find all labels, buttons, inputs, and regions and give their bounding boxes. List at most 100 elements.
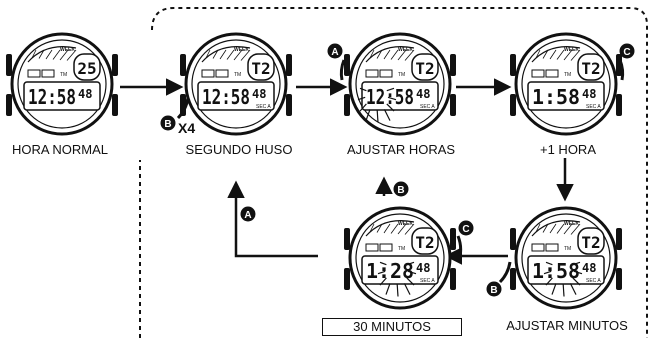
watch-side-button	[6, 54, 12, 76]
dial-tick	[404, 49, 415, 61]
seconds-display: 48	[416, 261, 430, 275]
watch-side-button	[286, 54, 292, 76]
day-subdial	[73, 53, 101, 81]
dial-tick	[542, 49, 549, 59]
caption-ajustar-horas: AJUSTAR HORAS	[346, 142, 456, 157]
seconds-display: 48	[582, 87, 596, 101]
flash-ray	[545, 277, 553, 286]
dial-sec-text: SEC A	[420, 278, 435, 284]
dial-tick	[369, 223, 375, 233]
watch-side-button	[112, 54, 118, 76]
dial-tick	[205, 49, 211, 59]
dial-tm-text: TM	[564, 72, 571, 78]
flash-ray	[407, 270, 417, 275]
seconds-display: 48	[78, 87, 92, 101]
watch-side-button	[180, 54, 186, 76]
mode-box	[215, 69, 229, 78]
dial-tick	[45, 49, 53, 60]
flash-ray	[376, 110, 379, 123]
day-display: T2	[581, 233, 600, 252]
lcd-window	[197, 81, 275, 111]
dial-sec-text: SEC A	[586, 278, 601, 284]
mode-box	[531, 243, 545, 252]
dial-tick	[570, 49, 581, 61]
time-display: 12:58	[202, 85, 250, 109]
button-b-badge-up: B	[393, 181, 409, 197]
flash-ray	[572, 277, 581, 286]
flash-ray	[377, 270, 386, 275]
button-a-badge-horas: A	[327, 43, 343, 59]
flash-ray	[359, 87, 367, 92]
flash-ray	[387, 96, 397, 101]
dial-sec-text: SEC A	[256, 104, 271, 110]
watch-side-button	[6, 94, 12, 116]
caption-hora-normal: HORA NORMAL	[11, 142, 109, 157]
watch-side-button	[616, 94, 622, 116]
time-display: 1:28	[366, 259, 414, 283]
watch-inner-ring	[521, 39, 611, 129]
day-display: T2	[251, 59, 270, 78]
button-c-label: C	[623, 47, 630, 58]
dial-tick	[556, 223, 565, 234]
day-display: T2	[415, 59, 434, 78]
dial-sec-text: SEC A	[586, 104, 601, 110]
dial-tick	[390, 223, 399, 234]
watch-side-button	[616, 54, 622, 76]
day-display: 25	[77, 59, 96, 78]
dial-arc	[27, 46, 77, 63]
dashed-region-outline	[139, 7, 648, 338]
dial-tick	[219, 49, 227, 60]
dial-tm-text: TM	[398, 246, 405, 252]
dial-week-text: WEEK	[564, 47, 579, 53]
day-display: T2	[581, 59, 600, 78]
dial-week-text: WEEK	[398, 47, 413, 53]
lcd-window	[361, 81, 439, 111]
mode-box	[531, 69, 545, 78]
press-curves	[176, 59, 625, 284]
watch-side-button	[286, 94, 292, 116]
flash-ray	[379, 277, 387, 286]
dial-tick	[383, 223, 391, 234]
dial-tick	[66, 49, 77, 61]
flash-ray	[406, 277, 415, 286]
dial-arc	[365, 46, 415, 63]
button-c-badge-mashora: C	[619, 43, 635, 59]
watch-side-button	[450, 54, 456, 76]
dial-tick	[556, 49, 565, 60]
watch-side-button	[344, 54, 350, 76]
watch-side-button	[112, 94, 118, 116]
watch-side-button	[510, 228, 516, 250]
flashing-indicator	[357, 87, 397, 123]
watch-side-button	[344, 268, 350, 290]
dial-tick	[52, 49, 61, 60]
flash-ray	[379, 261, 387, 266]
dial-week-text: WEEK	[398, 221, 413, 227]
flash-ray	[573, 270, 583, 275]
dial-arc	[365, 220, 415, 237]
flash-ray	[406, 261, 415, 266]
dial-tick	[404, 223, 415, 235]
button-badges: A C B B A C B	[160, 43, 635, 297]
caption-ajustar-minutos: AJUSTAR MINUTOS	[506, 318, 628, 333]
lcd-window	[527, 81, 605, 111]
dial-tm-text: TM	[398, 72, 405, 78]
dial-tick	[59, 49, 69, 61]
watch-side-button	[450, 228, 456, 250]
dial-tick	[212, 49, 219, 59]
dial-tick	[542, 223, 549, 233]
button-b-badge-segundo: B	[160, 115, 176, 131]
dial-tick	[226, 49, 235, 60]
dial-tick	[549, 49, 557, 60]
mode-box	[41, 69, 55, 78]
flashing-indicator	[377, 261, 417, 297]
mode-box	[545, 69, 559, 78]
day-subdial	[577, 53, 605, 81]
dial-week-text: WEEK	[234, 47, 249, 53]
dial-sec-text: SEC A	[420, 104, 435, 110]
flash-ray	[543, 270, 552, 275]
flashing-indicator	[543, 261, 583, 297]
watch-side-button	[616, 268, 622, 290]
